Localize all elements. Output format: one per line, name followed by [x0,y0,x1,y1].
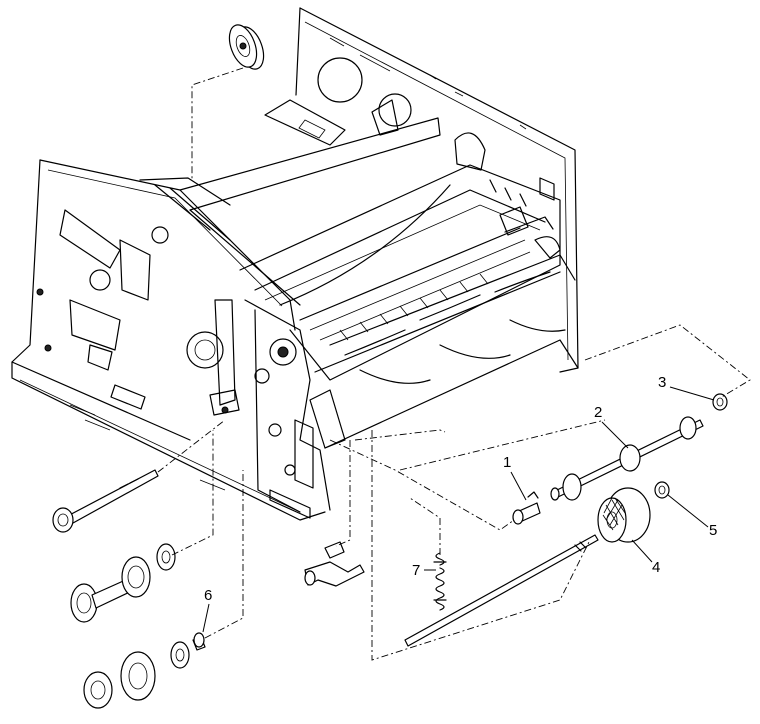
callout-1: 1 [503,454,511,471]
callout-3: 3 [658,374,666,391]
callout-5: 5 [709,522,717,539]
left-gear-train [52,419,244,709]
printer-chassis [11,7,579,521]
top-drive-gear [191,24,265,180]
callout-6: 6 [204,587,212,604]
callout-labels: 1 2 3 4 5 6 7 [202,374,717,633]
callout-7: 7 [412,562,420,579]
right-parts [304,324,751,661]
callout-2: 2 [594,404,602,421]
callout-4: 4 [652,559,660,576]
